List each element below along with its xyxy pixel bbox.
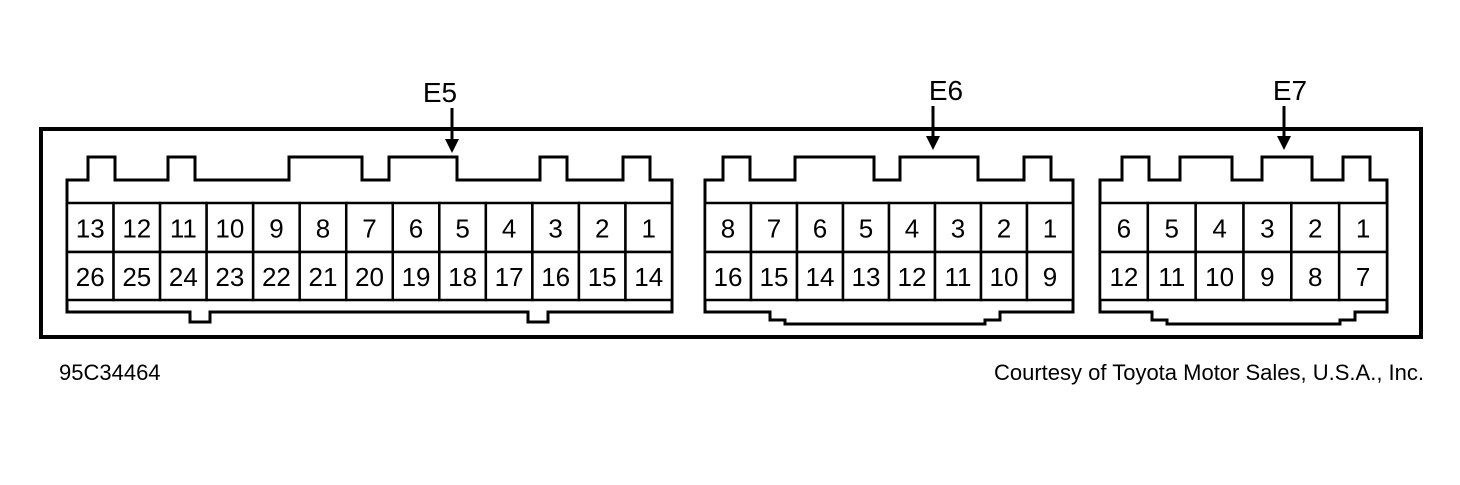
e6-cell-bottom [933, 250, 983, 302]
e6-cell-bottom [749, 250, 799, 302]
e6-pin-label: 9 [1043, 262, 1057, 292]
e7-pin-label: 12 [1109, 262, 1138, 292]
e5-pointer-arrowhead [445, 139, 459, 153]
e6-pin-label: 1 [1043, 214, 1057, 244]
e5-pin-label: 15 [588, 262, 617, 292]
e6-pin-label: 5 [859, 214, 873, 244]
e6-cell-top [841, 201, 891, 254]
e6-cell-bottom [887, 250, 937, 302]
e5-pin-label: 11 [170, 214, 197, 244]
e5-pin-label: 5 [455, 214, 469, 244]
e6-connector-label: E6 [929, 75, 963, 106]
e7-cell-bottom [1098, 250, 1150, 302]
e6-cell-bottom [703, 250, 753, 302]
e7-cell-bottom [1146, 250, 1197, 302]
e6-pin-label: 11 [945, 262, 972, 292]
e7-connector-label: E7 [1273, 75, 1307, 106]
e5-cell-bottom [531, 250, 581, 302]
e5-pin-label: 18 [448, 262, 477, 292]
e5-cell-bottom [298, 250, 348, 302]
e5-pin-label: 23 [215, 262, 244, 292]
e6-pin-label: 8 [721, 214, 735, 244]
e5-pin-label: 4 [502, 214, 516, 244]
e6-pin-label: 2 [997, 214, 1011, 244]
e5-cell-bottom [344, 250, 395, 302]
ecu-housing-outline [39, 127, 1423, 339]
e7-pin-label: 6 [1117, 214, 1131, 244]
e6-cell-bottom [795, 250, 845, 302]
e6-pin-label: 10 [990, 262, 1019, 292]
e5-pin-label: 17 [495, 262, 524, 292]
e7-pin-label: 1 [1356, 214, 1370, 244]
e7-pin-label: 8 [1308, 262, 1322, 292]
e7-cell-bottom [1337, 250, 1389, 302]
figure-id: 95C34464 [59, 360, 161, 385]
e7-cell-bottom [1290, 250, 1341, 302]
e6-pin-label: 3 [951, 214, 965, 244]
e6-pin-label: 13 [852, 262, 881, 292]
e5-cell-top [344, 201, 395, 254]
e6-cell-bottom [1025, 250, 1075, 302]
e5-cell-bottom [624, 250, 674, 302]
e5-pin-label: 7 [362, 214, 376, 244]
credit-line: Courtesy of Toyota Motor Sales, U.S.A., … [994, 360, 1424, 385]
e6-pin-label: 7 [767, 214, 781, 244]
e6-pin-label: 6 [813, 214, 827, 244]
e5-pin-label: 22 [262, 262, 291, 292]
e5-pin-label: 24 [169, 262, 198, 292]
e5-pin-label: 1 [641, 214, 655, 244]
e5-cell-bottom [251, 250, 301, 302]
e5-cell-bottom [112, 250, 162, 302]
e7-pin-label: 10 [1205, 262, 1234, 292]
e5-pin-label: 21 [309, 262, 338, 292]
e5-pin-label: 2 [595, 214, 609, 244]
e7-cell-top [1290, 201, 1341, 254]
e7-pin-label: 11 [1158, 262, 1185, 292]
connector-body-e7 [1098, 155, 1389, 326]
e5-pin-label: 20 [355, 262, 384, 292]
e5-pin-label: 25 [122, 262, 151, 292]
e7-pin-label: 7 [1356, 262, 1370, 292]
e7-cell-top [1194, 201, 1245, 254]
e6-pointer-arrowhead [926, 136, 940, 150]
e5-pin-label: 8 [316, 214, 330, 244]
e5-pin-label: 12 [122, 214, 151, 244]
e5-connector-label: E5 [423, 77, 457, 108]
e7-pin-label: 4 [1212, 214, 1226, 244]
e5-pin-label: 13 [76, 214, 105, 244]
e5-pin-label: 9 [269, 214, 283, 244]
e7-pointer-arrowhead [1277, 136, 1291, 150]
e7-pin-label: 9 [1260, 262, 1274, 292]
e6-pin-label: 12 [898, 262, 927, 292]
e5-pin-label: 16 [541, 262, 570, 292]
e5-pin-label: 6 [409, 214, 423, 244]
e6-cell-bottom [979, 250, 1029, 302]
e5-cell-bottom [438, 250, 488, 302]
e5-pin-label: 19 [402, 262, 431, 292]
e7-pin-label: 3 [1260, 214, 1274, 244]
e7-pin-label: 2 [1308, 214, 1322, 244]
e5-cell-bottom [158, 250, 208, 302]
e6-pin-label: 15 [760, 262, 789, 292]
e6-pin-label: 16 [714, 262, 743, 292]
connector-body-e5 [65, 155, 674, 324]
e5-cell-top [438, 201, 488, 254]
e7-pin-label: 5 [1165, 214, 1179, 244]
e6-pin-label: 14 [806, 262, 835, 292]
e6-pin-label: 4 [905, 214, 919, 244]
e5-pin-label: 10 [215, 214, 244, 244]
e5-pin-label: 3 [548, 214, 562, 244]
connector-body-e6 [703, 155, 1075, 326]
e5-pin-label: 26 [76, 262, 105, 292]
e5-pin-label: 14 [634, 262, 663, 292]
